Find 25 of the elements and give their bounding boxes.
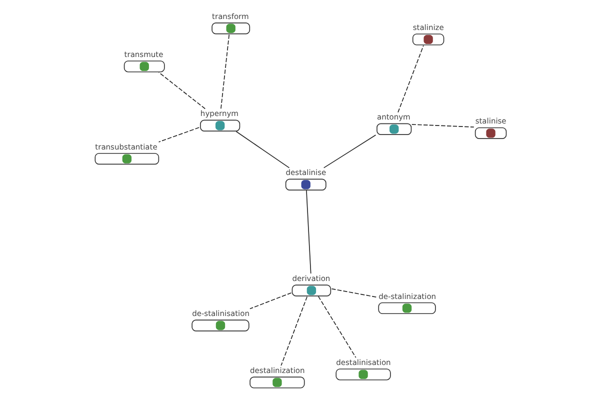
connector xyxy=(158,127,199,142)
node-label: transubstantiate xyxy=(94,142,157,152)
node-label: hypernym xyxy=(200,109,238,118)
connector xyxy=(220,34,230,110)
node-label: stalinize xyxy=(412,23,444,32)
node-label: destalinisation xyxy=(336,358,390,367)
connector xyxy=(249,292,292,310)
node-label: destalinization xyxy=(250,366,304,376)
node-label: destalinise xyxy=(285,168,326,178)
connector xyxy=(280,296,307,366)
connector xyxy=(330,288,378,298)
node-label: transmute xyxy=(124,50,163,59)
connector xyxy=(235,131,290,168)
connector xyxy=(317,296,356,358)
connector xyxy=(397,45,424,113)
node-label: stalinise xyxy=(474,116,506,126)
connector xyxy=(158,72,206,110)
connector xyxy=(410,124,474,128)
connector xyxy=(322,134,376,168)
node-label: de-stalinisation xyxy=(192,309,249,318)
connector xyxy=(306,190,311,274)
node-label: de-stalinization xyxy=(378,292,436,301)
node-label: transform xyxy=(212,12,248,21)
node-label: antonym xyxy=(376,112,410,122)
node-label: derivation xyxy=(292,274,330,284)
